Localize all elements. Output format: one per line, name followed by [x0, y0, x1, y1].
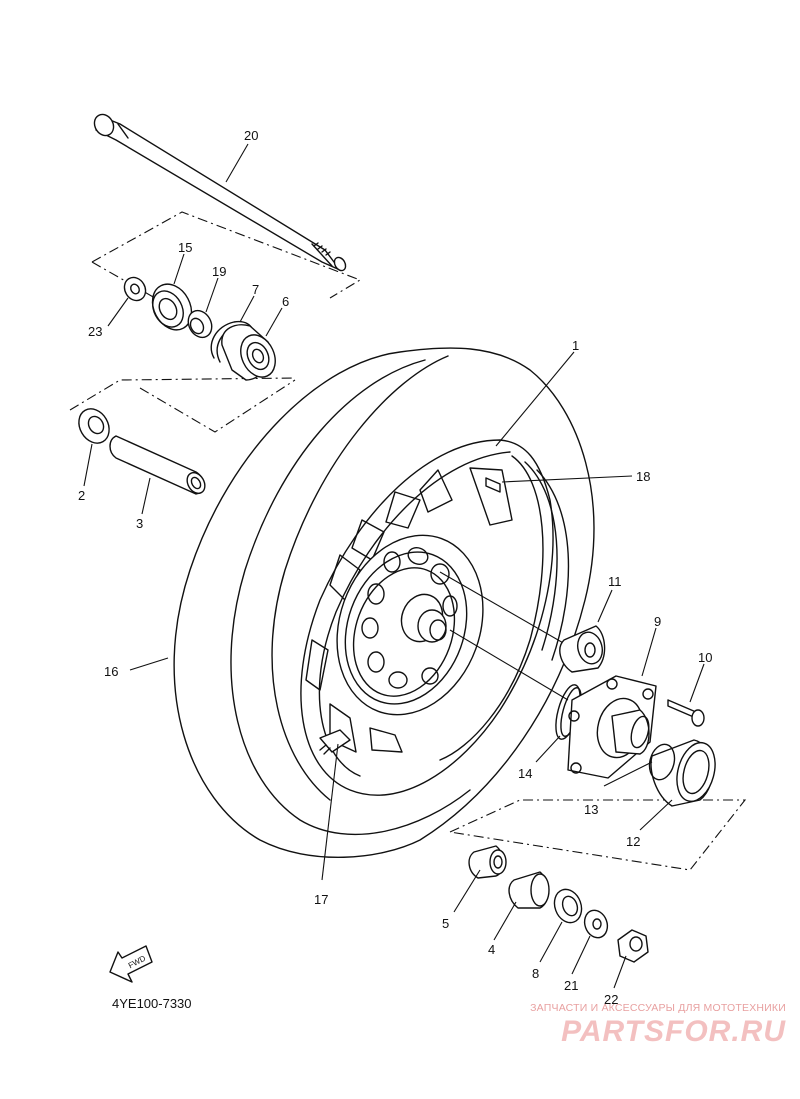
part-label-17: 17	[314, 892, 328, 907]
diagram-code: 4YE100-7330	[112, 996, 192, 1011]
part-label-7: 7	[252, 282, 259, 297]
group-bracket-right	[449, 799, 747, 871]
bearing-part-13	[648, 743, 676, 781]
part-label-13: 13	[584, 802, 598, 817]
oil-seal-part-15	[151, 283, 193, 331]
part-label-23: 23	[88, 324, 102, 339]
part-label-4: 4	[488, 942, 495, 957]
collar-part-5	[468, 845, 507, 879]
leader-lines	[83, 143, 705, 989]
spacer-part-19	[187, 309, 213, 339]
part-label-19: 19	[212, 264, 226, 279]
group-bracket-middle	[69, 377, 296, 433]
spacer-part-4	[508, 871, 550, 909]
washer-part-23	[123, 276, 147, 302]
watermark: ЗАПЧАСТИ И АКСЕССУАРЫ ДЛЯ МОТОТЕХНИКИ PA…	[466, 1002, 786, 1049]
watermark-logo: PARTSFOR.RU	[561, 1015, 786, 1048]
part-label-21: 21	[564, 978, 578, 993]
part-label-11: 11	[608, 574, 622, 589]
watermark-caption: ЗАПЧАСТИ И АКСЕССУАРЫ ДЛЯ МОТОТЕХНИКИ	[530, 1002, 786, 1014]
part-label-1: 1	[572, 338, 579, 353]
collar-part-2	[78, 408, 110, 444]
part-label-12: 12	[626, 834, 640, 849]
part-label-3: 3	[136, 516, 143, 531]
oil-seal-part-12	[650, 739, 716, 807]
part-label-14: 14	[518, 766, 532, 781]
part-label-6: 6	[282, 294, 289, 309]
fwd-arrow-icon: FWD	[109, 945, 153, 983]
wheel-assembly	[173, 347, 595, 858]
axle-part	[93, 113, 347, 272]
part-label-18: 18	[636, 469, 650, 484]
driven-flange-part-9	[567, 675, 657, 779]
nut-part-22	[617, 929, 649, 963]
part-label-20: 20	[244, 128, 258, 143]
bolt-part-10	[667, 699, 705, 727]
part-label-16: 16	[104, 664, 118, 679]
collar-part-11	[559, 625, 606, 673]
part-label-9: 9	[654, 614, 661, 629]
part-label-5: 5	[442, 916, 449, 931]
part-label-22: 22	[604, 992, 618, 1007]
part-label-2: 2	[78, 488, 85, 503]
part-labels: 20 15 19 7 6 23 2 3 1 18 11 9 10 16 14 1…	[78, 128, 712, 1007]
part-label-8: 8	[532, 966, 539, 981]
bearing-part-6	[221, 324, 276, 381]
part-label-10: 10	[698, 650, 712, 665]
bearing-part-8	[553, 888, 583, 924]
washer-part-21	[583, 909, 609, 939]
part-label-15: 15	[178, 240, 192, 255]
spacer-tube-part-3	[109, 435, 206, 495]
